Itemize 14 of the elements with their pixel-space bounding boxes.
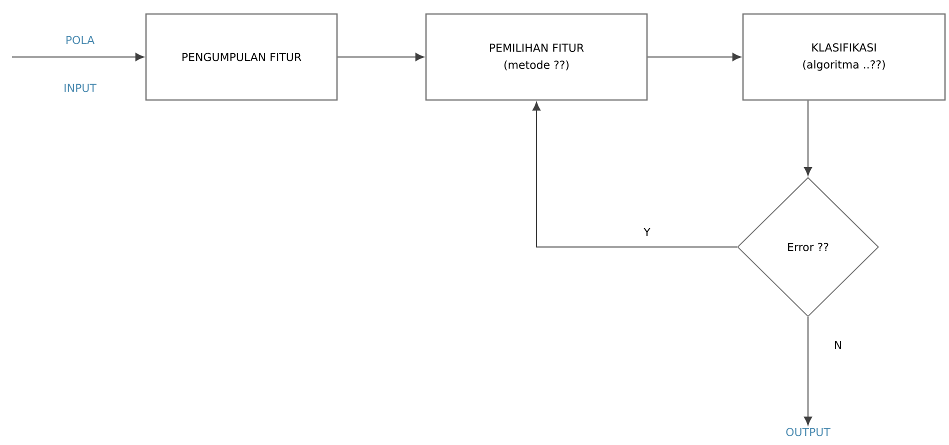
arrow [532,102,738,248]
arrow [12,52,144,62]
edge-label: Y [642,227,652,238]
output-label: OUTPUT [786,428,830,436]
process-box: KLASIFIKASI (algoritma ..??) [742,13,946,101]
arrow [647,52,742,62]
input-label: POLA [66,36,94,44]
arrow [804,316,812,426]
process-box: PEMILIHAN FITUR (metode ??) [425,13,648,101]
edge-label: N [832,340,844,350]
arrow [337,52,424,62]
input-label: INPUT [64,84,96,92]
process-box: PENGUMPULAN FITUR [145,13,338,101]
arrow [804,100,812,176]
